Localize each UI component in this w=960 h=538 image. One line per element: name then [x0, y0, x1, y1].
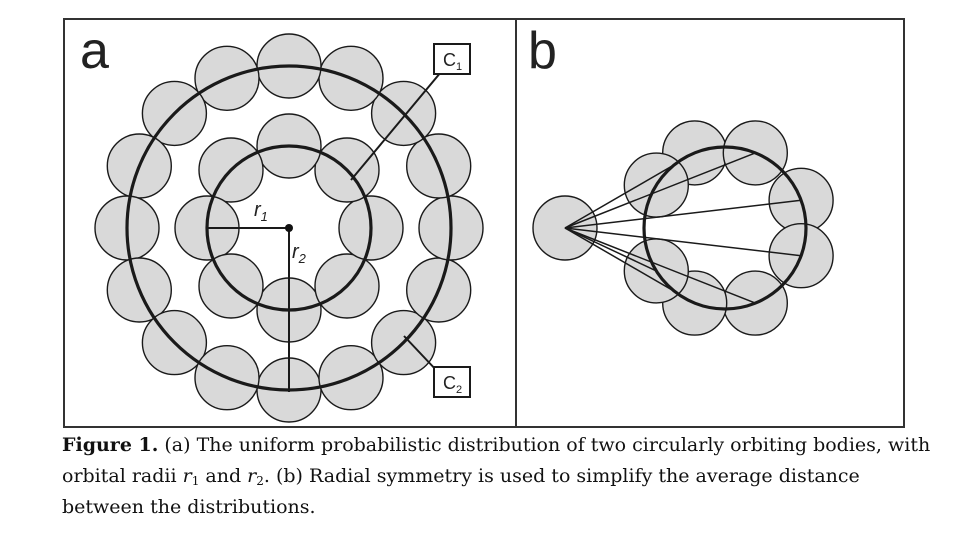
distance-line	[564, 227, 696, 304]
distance-line	[564, 199, 802, 229]
c2-label: C2	[443, 373, 462, 396]
r2-label: r2	[292, 241, 307, 266]
figure-caption: Figure 1. (a) The uniform probabilistic …	[62, 430, 942, 523]
distance-line	[564, 152, 756, 229]
figure-diagram: a b r1 r2 C1 C2	[63, 18, 905, 428]
center-dot	[285, 224, 293, 232]
distance-line	[564, 227, 802, 257]
caption-r2-sub: 2	[256, 474, 264, 488]
r1-label: r1	[254, 199, 268, 224]
panel-b-bodies	[623, 120, 834, 336]
panel-a-label: a	[80, 22, 109, 80]
caption-r2: r	[247, 465, 257, 487]
panel-b-orbit	[642, 145, 808, 311]
c1-label: C1	[443, 50, 462, 73]
caption-and: and	[199, 465, 248, 487]
panel-b-frame	[515, 18, 905, 428]
caption-heading: Figure 1.	[62, 434, 159, 456]
caption-r1-sub: 1	[191, 474, 200, 488]
c1-leader	[350, 71, 442, 181]
panel-b-distance-lines	[564, 152, 802, 304]
caption-part1: (a) The uniform probabilistic distributi…	[62, 434, 931, 487]
c1-box	[433, 43, 471, 75]
panel-b-label: b	[528, 22, 557, 80]
caption-r1: r	[182, 465, 192, 487]
c2-box	[433, 366, 471, 398]
distance-line	[564, 227, 756, 304]
caption-part2: . (b) Radial symmetry is used to simplif…	[62, 465, 860, 518]
c2-leader	[403, 335, 439, 373]
distance-line	[564, 227, 657, 272]
distance-line	[564, 152, 696, 229]
